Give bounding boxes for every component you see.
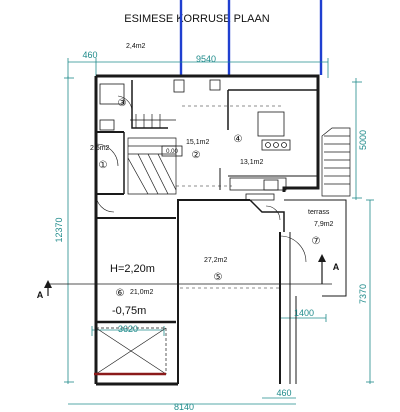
room6-area: 21,0m2 xyxy=(130,289,153,296)
dim-top-left: 460 xyxy=(82,50,97,60)
door-swings xyxy=(95,95,307,263)
room6-number: ⑥ xyxy=(116,288,125,299)
dim-terrace-width: 1400 xyxy=(294,308,314,318)
kitchen-counter xyxy=(229,177,287,191)
bathroom-sink xyxy=(99,83,125,105)
dim-right-upper: 5000 xyxy=(358,130,368,150)
walls xyxy=(94,74,347,386)
section-label-right: A xyxy=(333,262,340,272)
room1-area: 2,5m2 xyxy=(90,145,110,152)
room2-number: ② xyxy=(192,150,201,161)
dim-right-lower: 7370 xyxy=(358,284,368,304)
blue-guide-lines xyxy=(179,0,323,75)
dim-bottom-main: 8140 xyxy=(174,402,194,412)
dashed-lines xyxy=(176,105,282,289)
cooktop xyxy=(261,139,291,151)
dim-left-vertical: 12370 xyxy=(54,217,64,242)
room4-number: ④ xyxy=(234,134,243,145)
room1-number: ① xyxy=(99,160,108,171)
room7-number: ⑦ xyxy=(312,236,321,247)
room7-area: 7,9m2 xyxy=(314,221,334,228)
fixtures xyxy=(99,79,291,201)
plan-title: ESIMESE KORRUSE PLAAN xyxy=(124,13,270,25)
section-line xyxy=(44,254,332,296)
room6-level: -0,75m xyxy=(112,305,146,317)
toilet xyxy=(99,119,115,131)
section-label-left: A xyxy=(37,290,44,300)
kitchen-island xyxy=(257,111,285,137)
level-marker: 0.00 xyxy=(166,149,178,155)
garage-door-area xyxy=(94,327,167,376)
room4-area: 13,1m2 xyxy=(240,159,263,166)
dim-top-main: 9540 xyxy=(196,54,216,64)
room5-area: 27,2m2 xyxy=(204,257,227,264)
dimension-lines xyxy=(64,58,374,405)
room3-number: ③ xyxy=(118,98,127,109)
room6-height: H=2,20m xyxy=(110,263,155,275)
room5-number: ⑤ xyxy=(214,272,223,283)
room2-area: 15,1m2 xyxy=(186,139,209,146)
dim-bottom-small: 460 xyxy=(276,388,291,398)
terrace-stairs xyxy=(321,127,351,197)
stair-structure xyxy=(127,114,177,195)
dim-bottom-mid: 3620 xyxy=(118,324,138,334)
room3-area: 2,4m2 xyxy=(126,43,146,50)
room7-name: terrass xyxy=(308,209,330,216)
